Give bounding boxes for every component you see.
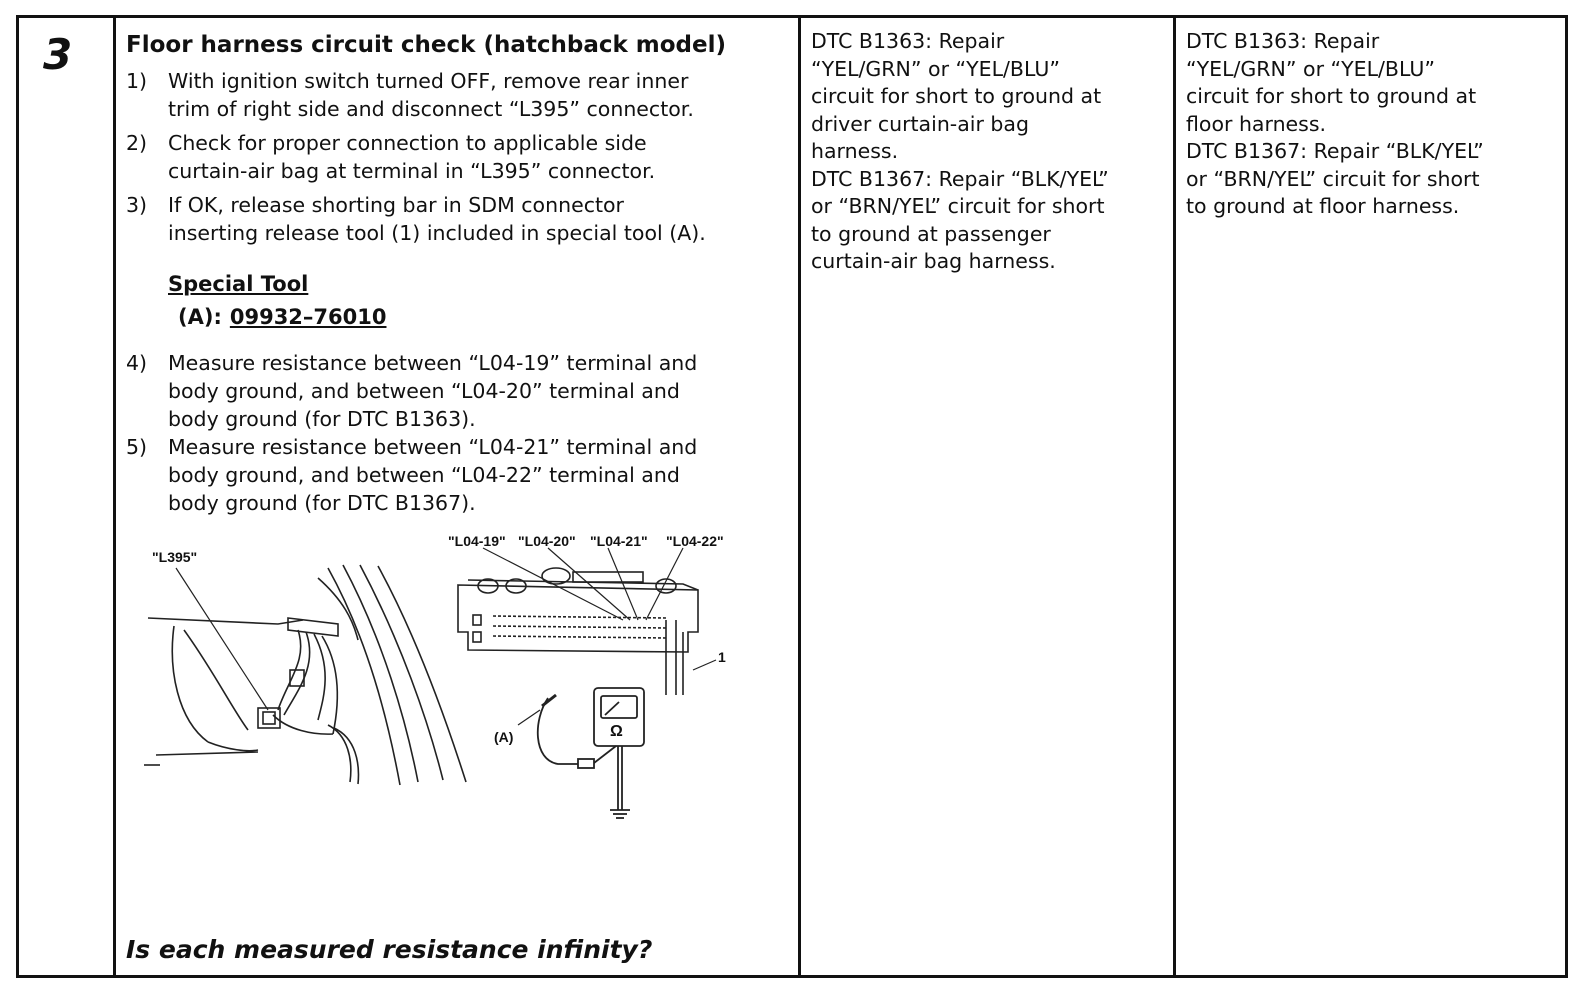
terminal-label-l04-19: "L04-19" <box>448 533 506 549</box>
special-tool-heading: Special Tool <box>168 272 309 296</box>
step-action-cell: Floor harness circuit check (hatchback m… <box>113 15 801 978</box>
release-tool-label: 1 <box>718 649 726 665</box>
yes-line: “YEL/GRN” or “YEL/BLU” <box>811 56 1061 81</box>
harness-illustration: "L395" "L04-19" "L04-20" "L04-21" "L04-2… <box>144 533 726 819</box>
step-number-cell: 3 <box>16 15 116 978</box>
terminal-label-l04-22: "L04-22" <box>666 533 724 549</box>
yes-line: harness. <box>811 139 899 163</box>
step-row: 3 Floor harness circuit check (hatchback… <box>16 15 1568 978</box>
yes-result-cell: DTC B1363: Repair “YEL/GRN” or “YEL/BLU”… <box>798 15 1176 978</box>
yes-line: DTC B1363: Repair <box>811 29 1005 53</box>
callout-leaders <box>175 547 717 726</box>
no-line: floor harness. <box>1186 111 1327 136</box>
no-result-text: DTC B1363: Repair “YEL/GRN” or “YEL/BLU”… <box>1186 28 1484 221</box>
special-tool-number: 09932–76010 <box>229 305 387 329</box>
no-line: “YEL/GRN” or “YEL/BLU” <box>1186 56 1436 81</box>
yes-line: DTC B1367: Repair “BLK/YEL” <box>811 166 1109 191</box>
instruction-number: 2) <box>126 131 148 155</box>
step-title: Floor harness circuit check (hatchback m… <box>126 32 726 58</box>
instruction-line: With ignition switch turned OFF, remove … <box>168 69 689 93</box>
no-result-cell: DTC B1363: Repair “YEL/GRN” or “YEL/BLU”… <box>1173 15 1568 978</box>
tester-label: (A) <box>494 729 513 745</box>
instruction-line: body ground, and between “L04-22” termin… <box>168 463 680 487</box>
yes-line: driver curtain-air bag <box>811 111 1029 136</box>
sdm-connector-drawing <box>457 567 699 695</box>
action-content: Floor harness circuit check (hatchback m… <box>116 18 798 975</box>
instruction-number: 3) <box>126 193 148 217</box>
instruction-line: Measure resistance between “L04-19” term… <box>168 351 698 375</box>
no-line: or “BRN/YEL” circuit for short <box>1186 166 1480 191</box>
no-line: DTC B1363: Repair <box>1186 29 1380 53</box>
connector-label-l395: "L395" <box>152 549 197 565</box>
vehicle-body-drawing <box>144 564 467 786</box>
no-line: DTC B1367: Repair “BLK/YEL” <box>1186 139 1484 163</box>
instruction-line: inserting release tool (1) included in s… <box>168 221 706 245</box>
step-table: 3 Floor harness circuit check (hatchback… <box>16 15 1568 978</box>
instruction-line: body ground, and between “L04-20” termin… <box>168 379 680 403</box>
instruction-number: 1) <box>126 69 148 93</box>
ohm-symbol: Ω <box>610 723 623 740</box>
instruction-number: 5) <box>126 435 148 459</box>
yes-line: or “BRN/YEL” circuit for short <box>811 194 1105 218</box>
instruction-line: body ground (for DTC B1367). <box>168 491 476 515</box>
step-number: 3 <box>43 30 73 79</box>
instruction-line: body ground (for DTC B1363). <box>168 407 476 431</box>
yes-line: to ground at passenger <box>811 221 1051 246</box>
terminal-label-l04-20: "L04-20" <box>518 533 576 549</box>
no-line: circuit for short to ground at <box>1186 84 1477 108</box>
yes-result-text: DTC B1363: Repair “YEL/GRN” or “YEL/BLU”… <box>811 28 1109 276</box>
terminal-label-l04-21: "L04-21" <box>590 533 648 549</box>
instruction-line: Check for proper connection to applicabl… <box>168 131 647 155</box>
special-tool-label: (A): <box>178 305 222 329</box>
instruction-line: trim of right side and disconnect “L395”… <box>168 97 694 121</box>
no-line: to ground at floor harness. <box>1186 194 1460 218</box>
instruction-number: 4) <box>126 351 148 375</box>
instruction-line: If OK, release shorting bar in SDM conne… <box>168 193 624 217</box>
instruction-line: Measure resistance between “L04-21” term… <box>168 435 698 459</box>
step-question: Is each measured resistance infinity? <box>126 935 653 964</box>
ohmmeter-drawing <box>536 687 645 819</box>
instruction-line: curtain-air bag at terminal in “L395” co… <box>168 159 656 183</box>
yes-line: circuit for short to ground at <box>811 84 1102 108</box>
special-tool-row: (A): 09932–76010 <box>178 305 386 329</box>
yes-line: curtain-air bag harness. <box>811 249 1056 273</box>
